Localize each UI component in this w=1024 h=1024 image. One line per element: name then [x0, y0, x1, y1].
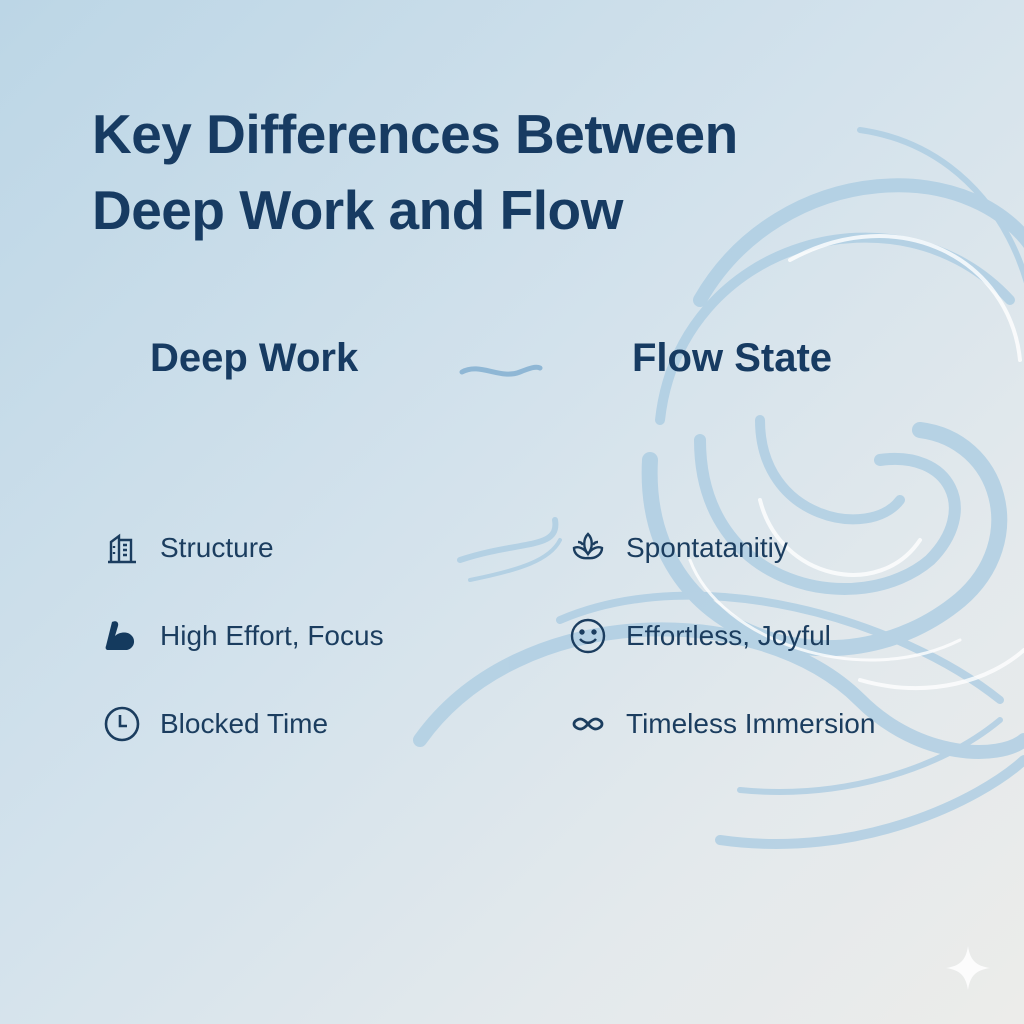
column-heading-flow-state: Flow State: [632, 336, 833, 380]
list-item: High Effort, Focus: [102, 616, 384, 656]
list-item: Effortless, Joyful: [568, 616, 831, 656]
item-label: Timeless Immersion: [626, 708, 876, 739]
item-label: Spontatanitiy: [626, 532, 788, 563]
list-item: Blocked Time: [102, 704, 328, 744]
item-label: Structure: [160, 532, 274, 563]
title-line-1: Key Differences Between: [92, 103, 738, 165]
lotus-icon: [568, 528, 608, 568]
item-label: Effortless, Joyful: [626, 620, 831, 651]
list-item: Spontatanitiy: [568, 528, 788, 568]
infinity-icon: [568, 704, 608, 744]
sparkle-icon: [946, 946, 990, 990]
item-label: Blocked Time: [160, 708, 329, 739]
building-icon: [102, 528, 142, 568]
tilde-divider: [459, 364, 543, 377]
flexed-bicep-icon: [102, 616, 142, 656]
smiley-icon: [568, 616, 608, 656]
column-heading-deep-work: Deep Work: [150, 336, 359, 380]
clock-icon: [102, 704, 142, 744]
list-item: Structure: [102, 528, 274, 568]
item-label: High Effort, Focus: [160, 620, 384, 651]
title-line-2: Deep Work and Flow: [92, 179, 623, 241]
page-title: Key Differences Between Deep Work and Fl…: [92, 96, 738, 248]
list-item: Timeless Immersion: [568, 704, 875, 744]
